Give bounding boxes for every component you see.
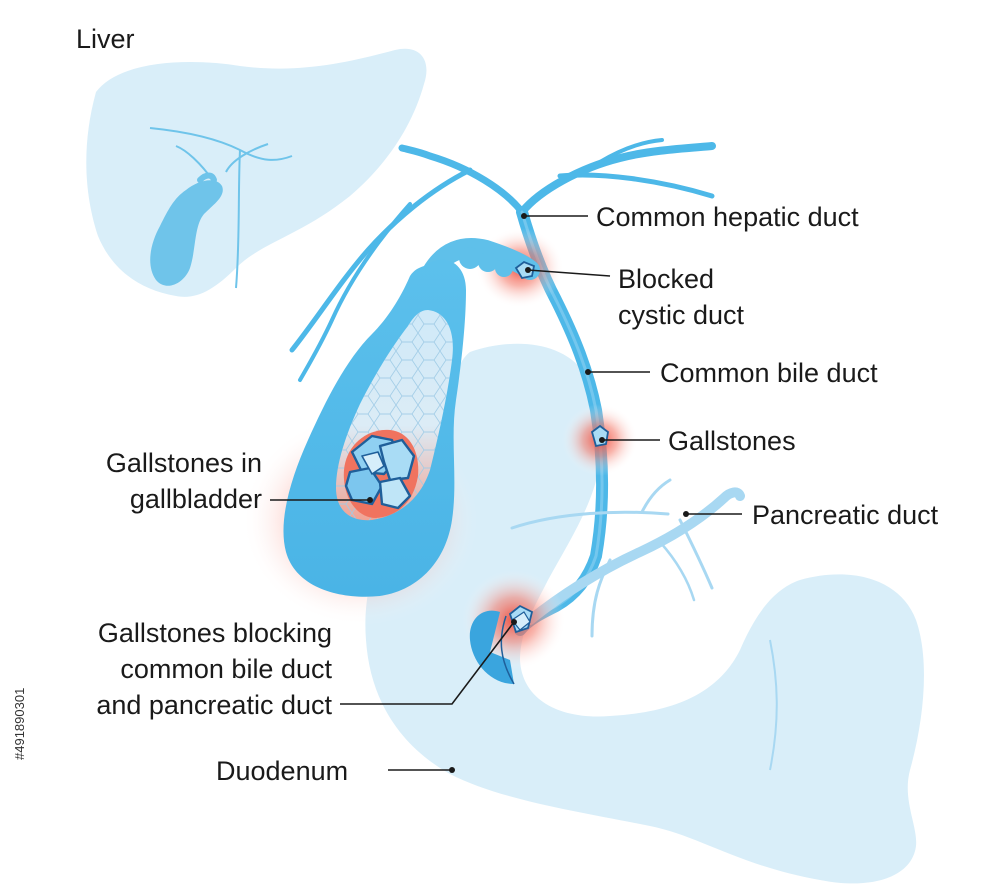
label-liver: Liver [76,24,135,54]
label-gallstones-in-gallbladder-1: Gallstones in [106,448,262,478]
duodenum-shape [365,343,924,884]
labels: Liver Common hepatic duct Blocked cystic… [76,24,939,786]
label-duodenum: Duodenum [216,756,348,786]
label-blocking-1: Gallstones blocking [98,618,332,648]
gallstone-cluster [344,434,416,510]
leader-lines [270,213,742,773]
label-blocked-cystic-duct-1: Blocked [618,264,714,294]
stock-id-text: #491890301 [12,688,27,760]
label-pancreatic-duct: Pancreatic duct [752,500,939,530]
label-gallstones-in-gallbladder-2: gallbladder [130,484,262,514]
label-common-hepatic-duct: Common hepatic duct [596,202,859,232]
label-gallstones: Gallstones [668,426,796,456]
liver-shape [86,48,427,297]
label-blocking-2: common bile duct [120,654,332,684]
label-common-bile-duct: Common bile duct [660,358,878,388]
gallbladder [283,238,540,597]
label-blocked-cystic-duct-2: cystic duct [618,300,745,330]
label-blocking-3: and pancreatic duct [96,690,332,720]
